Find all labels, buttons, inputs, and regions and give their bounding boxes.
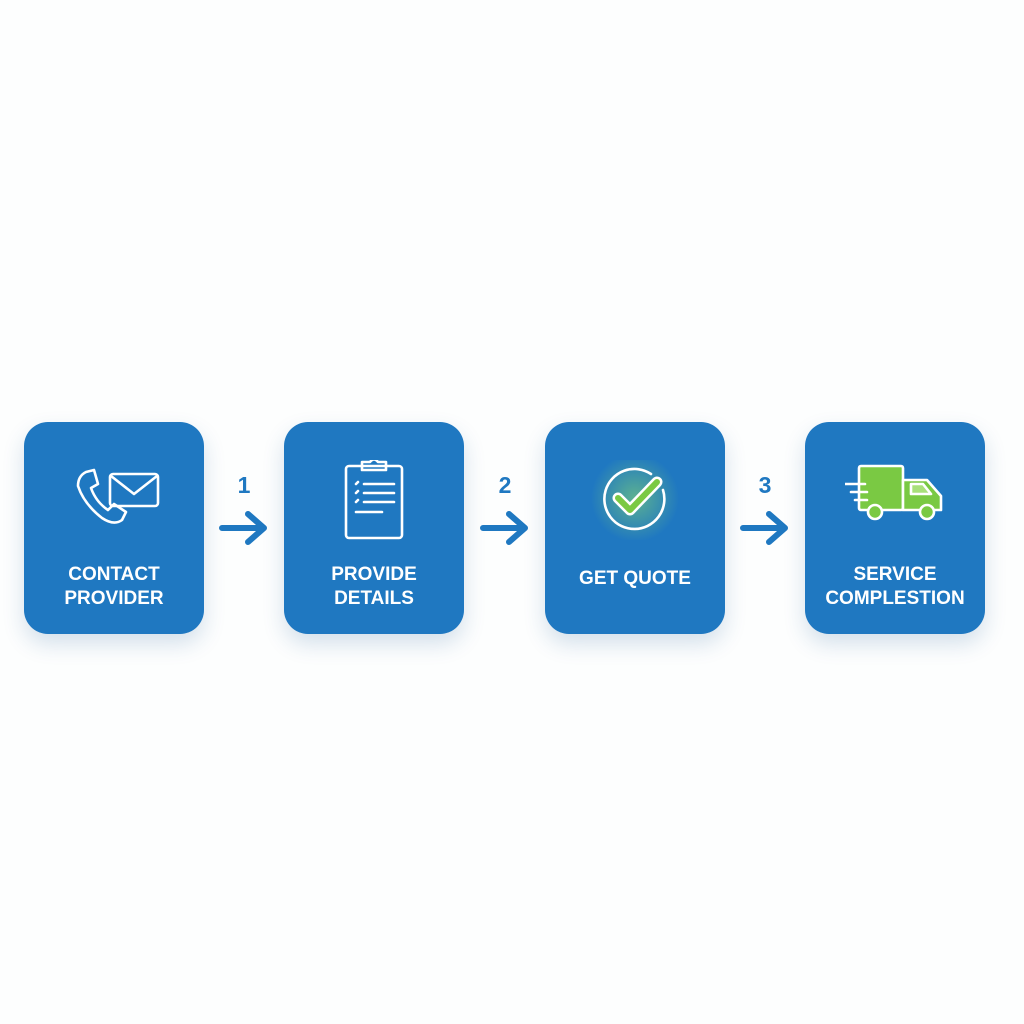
step-card-provide-details: PROVIDE DETAILS	[284, 422, 464, 634]
label-line: CONTACT	[68, 564, 160, 585]
step-number: 3	[758, 472, 772, 498]
step-card-contact-provider: CONTACT PROVIDER	[24, 422, 204, 634]
phone-envelope-icon	[76, 468, 160, 524]
connector-1: 1	[214, 470, 274, 550]
check-circle-icon	[591, 460, 679, 540]
step-card-service-completion: SERVICE COMPLESTION	[805, 422, 985, 634]
arrow-right-icon	[480, 511, 528, 545]
step-label: CONTACT PROVIDER	[24, 563, 204, 611]
step-label: PROVIDE DETAILS	[284, 563, 464, 611]
label-line: COMPLESTION	[825, 588, 965, 609]
step-label: SERVICE COMPLESTION	[805, 563, 985, 611]
label-line: PROVIDER	[64, 588, 164, 609]
label-line: SERVICE	[853, 564, 937, 585]
clipboard-checklist-icon	[344, 460, 404, 540]
connector-2: 2	[475, 470, 535, 550]
step-card-get-quote: GET QUOTE	[545, 422, 725, 634]
arrow-right-icon	[740, 511, 788, 545]
label-line: PROVIDE	[331, 564, 417, 585]
arrow-right-icon	[219, 511, 267, 545]
delivery-truck-icon	[845, 464, 943, 521]
label-line: DETAILS	[334, 588, 414, 609]
connector-3: 3	[735, 470, 795, 550]
label-line: GET QUOTE	[579, 568, 691, 589]
step-number: 2	[498, 472, 512, 498]
step-label: GET QUOTE	[545, 567, 725, 591]
step-number: 1	[237, 472, 251, 498]
